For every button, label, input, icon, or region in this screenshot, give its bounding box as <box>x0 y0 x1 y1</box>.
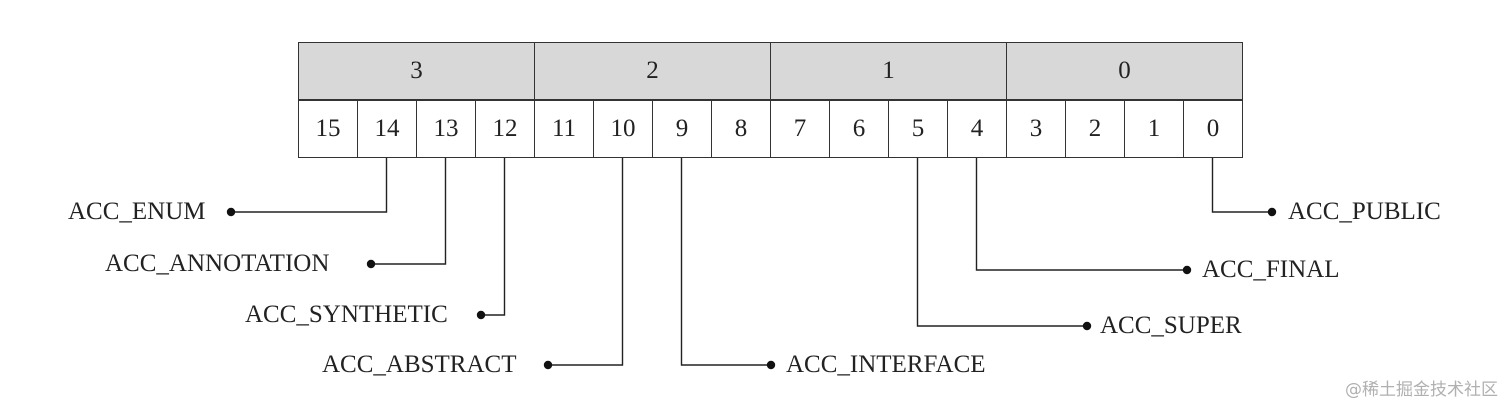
bit-cell-0: 0 <box>1183 100 1243 158</box>
connector-acc-super <box>916 158 1087 327</box>
flag-label-acc-abstract: ACC_ABSTRACT <box>322 351 517 378</box>
connector-dot <box>366 259 376 269</box>
bit-cell-15: 15 <box>298 100 358 158</box>
byte-header-0: 0 <box>1006 42 1243 100</box>
connector-acc-public <box>1211 158 1272 213</box>
bit-cell-9: 9 <box>652 100 712 158</box>
bit-cell-5: 5 <box>888 100 948 158</box>
flag-label-acc-synthetic: ACC_SYNTHETIC <box>245 301 448 328</box>
bit-cell-2: 2 <box>1065 100 1125 158</box>
bit-cell-8: 8 <box>711 100 771 158</box>
bit-cell-10: 10 <box>593 100 653 158</box>
bit-cell-1: 1 <box>1124 100 1184 158</box>
connector-dot <box>766 360 776 370</box>
bit-cell-7: 7 <box>770 100 830 158</box>
bit-cell-12: 12 <box>475 100 535 158</box>
connector-dot <box>1267 207 1277 217</box>
bit-cell-14: 14 <box>357 100 417 158</box>
flag-label-acc-super: ACC_SUPER <box>1100 312 1242 339</box>
connector-acc-final <box>975 158 1187 271</box>
bit-cell-11: 11 <box>534 100 594 158</box>
watermark: @稀土掘金技术社区 <box>1345 380 1498 400</box>
flag-label-acc-public: ACC_PUBLIC <box>1288 198 1441 225</box>
connector-acc-abstract <box>548 158 624 366</box>
connector-dot <box>543 360 553 370</box>
byte-header-2: 2 <box>534 42 771 100</box>
flag-label-acc-enum: ACC_ENUM <box>68 198 206 225</box>
bit-cell-3: 3 <box>1006 100 1066 158</box>
connector-acc-interface <box>680 158 771 366</box>
byte-header-1: 1 <box>770 42 1007 100</box>
connector-acc-synthetic <box>481 158 506 316</box>
bit-cell-4: 4 <box>947 100 1007 158</box>
byte-header-3: 3 <box>298 42 535 100</box>
bit-cell-6: 6 <box>829 100 889 158</box>
flag-label-acc-interface: ACC_INTERFACE <box>786 351 986 378</box>
flag-label-acc-annotation: ACC_ANNOTATION <box>105 250 330 277</box>
connector-acc-annotation <box>371 158 447 265</box>
connector-dot <box>476 310 486 320</box>
connector-dot <box>1182 265 1192 275</box>
flag-label-acc-final: ACC_FINAL <box>1202 256 1340 283</box>
bit-cell-13: 13 <box>416 100 476 158</box>
connector-dot <box>226 207 236 217</box>
connector-dot <box>1082 321 1092 331</box>
connector-acc-enum <box>231 158 388 213</box>
